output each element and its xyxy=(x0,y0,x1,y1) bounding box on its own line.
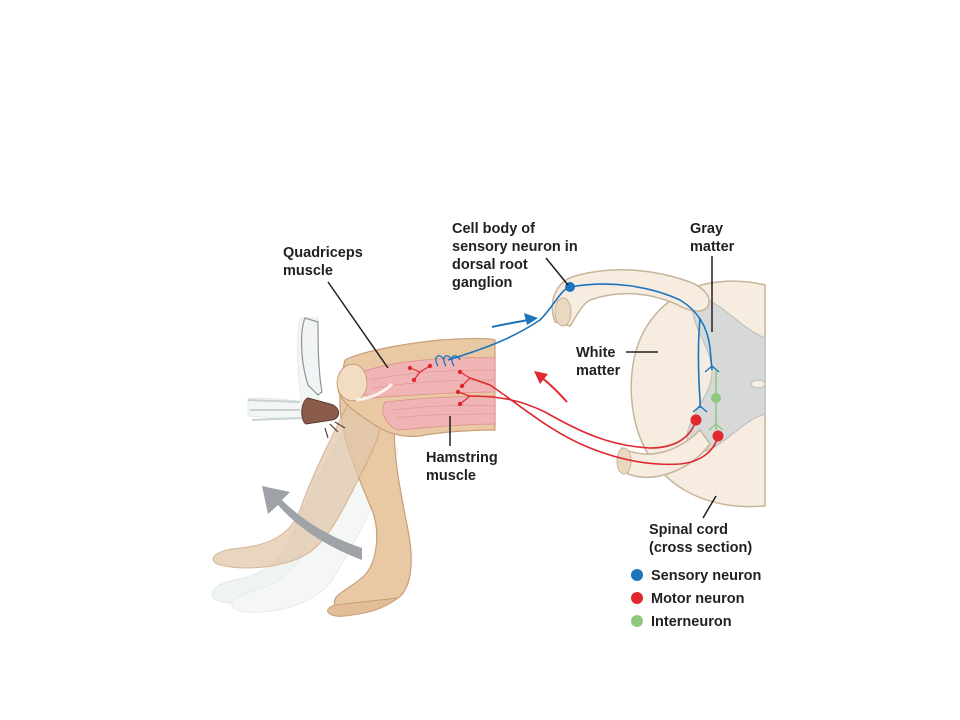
foot xyxy=(327,597,400,617)
legend: Sensory neuron Motor neuron Interneuron xyxy=(631,568,761,630)
legend-label-interneuron: Interneuron xyxy=(651,614,732,630)
white-matter-label: White matter xyxy=(576,345,621,379)
gray-matter-label: Gray matter xyxy=(690,221,735,255)
motor-neuron-hamstring xyxy=(469,395,697,449)
sensory-arrowhead xyxy=(524,313,538,325)
legend-swatch-sensory xyxy=(631,569,643,581)
sensory-neuron-branch xyxy=(697,317,701,408)
ventral-root xyxy=(620,428,711,478)
patellar-tendon xyxy=(355,382,394,402)
quadriceps-leader xyxy=(327,281,389,369)
sensory-direction-arrow xyxy=(491,319,529,328)
spinal-cord-cross-section xyxy=(630,280,766,508)
dorsal-root-end xyxy=(554,297,572,327)
central-canal xyxy=(750,379,766,389)
cell-body-label: Cell body of sensory neuron in dorsal ro… xyxy=(452,221,582,291)
leg-movement-arrow xyxy=(262,486,362,560)
kneecap xyxy=(336,363,368,402)
hammer-head xyxy=(301,397,339,425)
impact-marks xyxy=(324,421,346,439)
motor-end-plates xyxy=(407,363,471,407)
spinal-cord-label: Spinal cord (cross section) xyxy=(649,522,752,556)
motor-arrowhead xyxy=(534,371,548,384)
legend-label-sensory: Sensory neuron xyxy=(651,568,761,584)
motor-neuron-cell-body-2 xyxy=(712,430,724,442)
sensory-receptor xyxy=(435,355,461,367)
quadriceps-label: Quadriceps muscle xyxy=(283,245,367,279)
interneuron-synapse xyxy=(708,423,724,431)
legend-swatch-interneuron xyxy=(631,615,643,627)
legend-label-motor: Motor neuron xyxy=(651,591,744,607)
motor-neuron-cell-body-1 xyxy=(690,414,702,426)
cell-body-leader xyxy=(545,257,569,286)
muscle-striations xyxy=(369,369,496,419)
reflex-hammer xyxy=(247,317,346,439)
legend-item-motor: Motor neuron xyxy=(631,591,744,607)
legend-swatch-motor xyxy=(631,592,643,604)
legend-item-sensory: Sensory neuron xyxy=(631,568,761,584)
spinal-cord-leader xyxy=(702,495,717,519)
swinging-lower-leg xyxy=(212,399,383,569)
motor-neuron-quadriceps xyxy=(469,377,719,466)
interneuron-cell-body xyxy=(711,393,721,403)
motor-direction-arrow xyxy=(541,377,568,403)
hamstring-muscle xyxy=(382,395,496,431)
hammer-handle xyxy=(300,317,323,396)
ventral-root-end xyxy=(616,447,632,475)
hammer-motion-lines xyxy=(247,399,303,421)
hamstring-label: Hamstring muscle xyxy=(426,450,502,484)
legend-item-interneuron: Interneuron xyxy=(631,614,732,630)
